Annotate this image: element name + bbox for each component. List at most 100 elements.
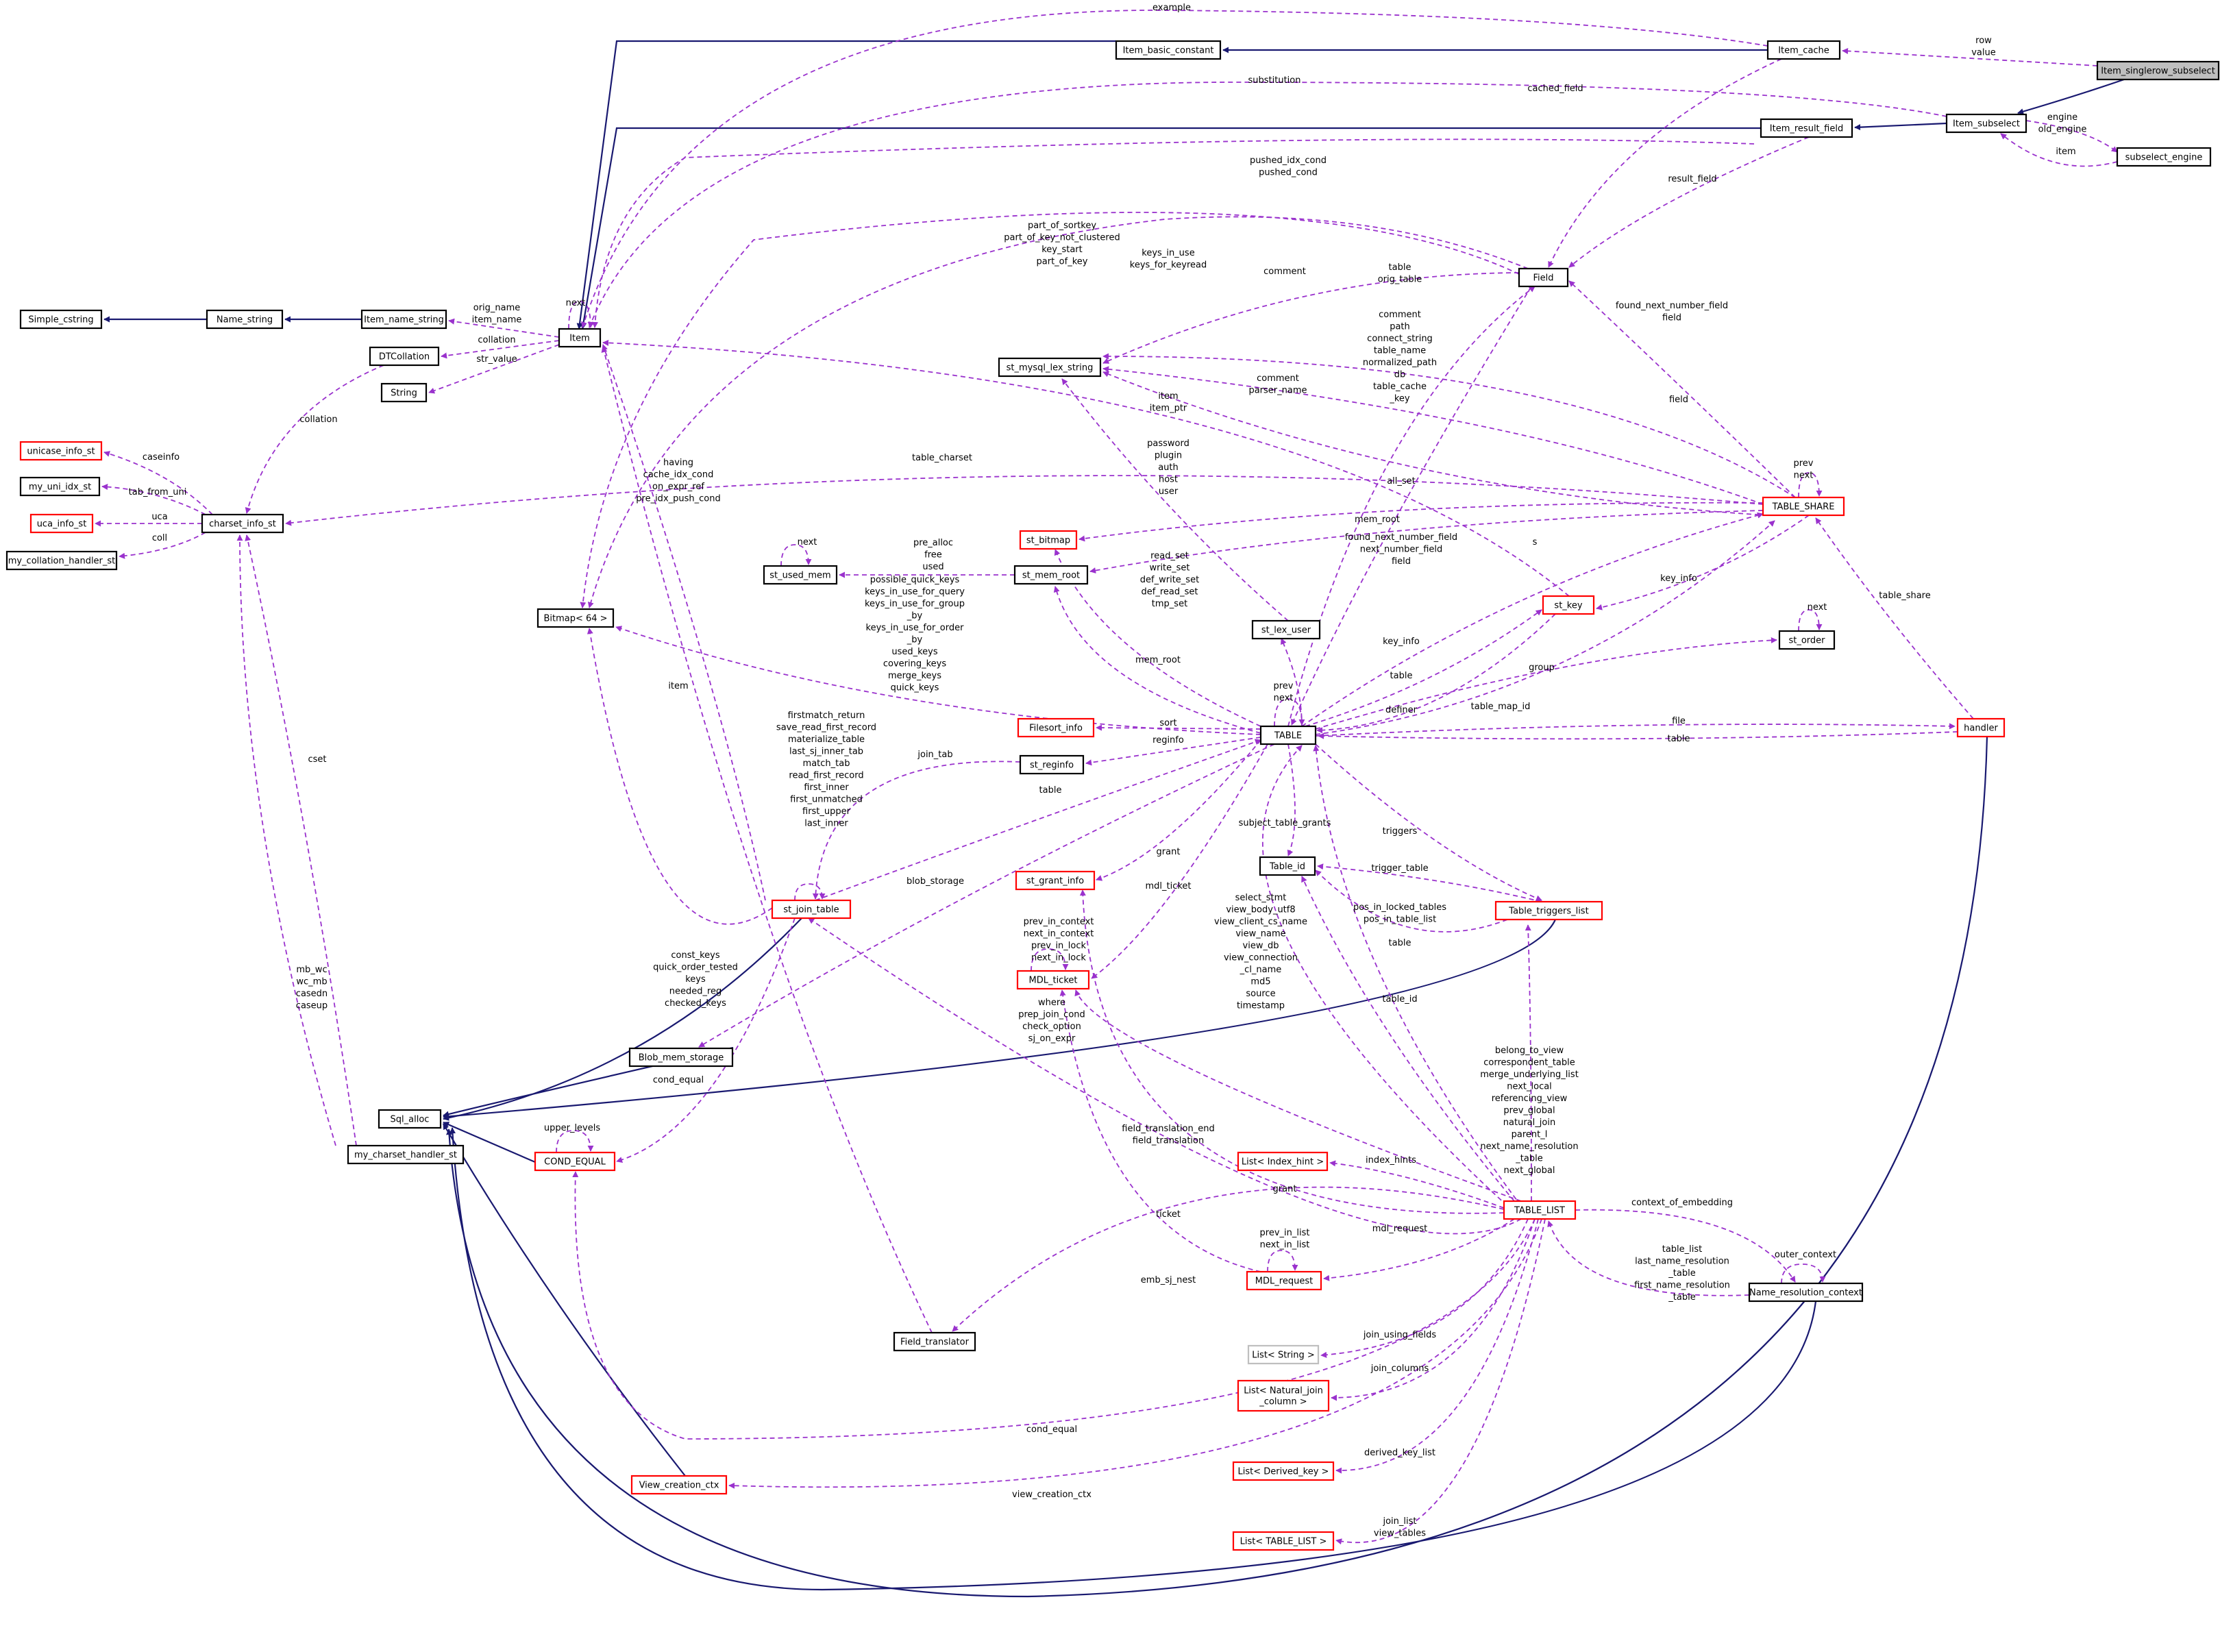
class-node-label: subselect_engine: [2125, 153, 2203, 163]
class-node[interactable]: Field_translator: [893, 1331, 976, 1352]
class-node-label: Simple_cstring: [28, 315, 93, 325]
class-node[interactable]: Item_subselect: [1945, 113, 2027, 134]
class-node-box: [998, 357, 1102, 378]
class-node[interactable]: st_mysql_lex_string: [998, 357, 1102, 378]
class-node-box: [206, 309, 284, 330]
class-node[interactable]: View_creation_ctx: [630, 1475, 728, 1495]
class-node-box: [201, 513, 284, 534]
class-node[interactable]: Item_cache: [1766, 40, 1841, 60]
class-node[interactable]: st_reginfo: [1019, 754, 1085, 775]
class-node[interactable]: unicase_info_st: [19, 441, 103, 461]
class-node[interactable]: st_lex_user: [1251, 619, 1321, 640]
class-node[interactable]: handler: [1956, 717, 2006, 738]
class-node[interactable]: st_grant_info: [1015, 870, 1096, 891]
class-node[interactable]: List< Derived_key >: [1232, 1461, 1335, 1481]
edge-label: join_columns: [1370, 1364, 1429, 1374]
class-node[interactable]: List< TABLE_LIST >: [1232, 1531, 1335, 1551]
class-node[interactable]: Name_resolution_context: [1748, 1282, 1864, 1303]
class-node[interactable]: st_order: [1778, 630, 1836, 650]
class-node-label: List< Derived_key >: [1238, 1467, 1329, 1477]
class-node-box: [1766, 40, 1841, 60]
edge-label: result_field: [1668, 174, 1716, 184]
usage-edge: [728, 1218, 1542, 1489]
class-node[interactable]: my_collation_handler_st: [5, 550, 118, 571]
class-node[interactable]: TABLE_SHARE: [1762, 496, 1845, 517]
class-node-label: st_order: [1788, 636, 1825, 646]
class-node-label: List< Natural_join_column >: [1244, 1386, 1323, 1407]
class-node-box: [347, 1144, 465, 1165]
inheritance-edge: [449, 1127, 1817, 1591]
edge-label: coll: [152, 533, 167, 543]
usage-edge: [1315, 870, 1508, 933]
edge-label: mem_root: [1355, 515, 1400, 525]
usage-edge: [1267, 1250, 1298, 1272]
class-node[interactable]: Sql_alloc: [378, 1109, 442, 1129]
usage-edge: [1525, 924, 1532, 1202]
class-node-label: charset_info_st: [209, 519, 276, 530]
usage-edge: [602, 344, 766, 901]
usage-edge: [1329, 1160, 1505, 1209]
class-node[interactable]: List< Natural_join_column >: [1237, 1379, 1330, 1412]
usage-edge: [448, 318, 560, 338]
class-node[interactable]: Filesort_info: [1017, 717, 1095, 738]
edge-label: table: [1390, 671, 1413, 681]
class-node[interactable]: COND_EQUAL: [534, 1151, 616, 1172]
edge-label: table_charset: [912, 453, 972, 463]
class-node-box: [893, 1331, 976, 1352]
class-node[interactable]: Table_triggers_list: [1494, 900, 1603, 921]
class-node[interactable]: charset_info_st: [201, 513, 284, 534]
usage-edge: [780, 544, 812, 567]
usage-edge: [428, 344, 560, 394]
class-node[interactable]: st_bitmap: [1019, 530, 1078, 550]
class-node-box: [1019, 530, 1078, 550]
edge-label: next: [798, 537, 817, 547]
class-node-label: Sql_alloc: [391, 1115, 430, 1125]
class-node[interactable]: List< String >: [1247, 1344, 1320, 1365]
class-node-box: [1956, 717, 2006, 738]
class-node[interactable]: Simple_cstring: [19, 309, 103, 330]
class-node[interactable]: Item_singlerow_subselect: [2096, 60, 2220, 81]
usage-edge: [587, 628, 773, 925]
class-node-box: [771, 899, 852, 920]
class-node[interactable]: my_charset_handler_st: [347, 1144, 465, 1165]
class-node[interactable]: Item: [558, 328, 602, 348]
class-node[interactable]: MDL_request: [1246, 1270, 1322, 1291]
edge-label: join_using_fields: [1363, 1330, 1437, 1340]
class-node-box: [1760, 118, 1853, 138]
class-node[interactable]: my_uni_idx_st: [19, 476, 101, 497]
class-node[interactable]: MDL_ticket: [1016, 970, 1090, 990]
class-node[interactable]: st_mem_root: [1013, 565, 1089, 585]
class-node[interactable]: st_key: [1542, 595, 1595, 615]
class-node[interactable]: Field: [1518, 267, 1569, 288]
class-node[interactable]: TABLE_LIST: [1503, 1200, 1577, 1220]
class-node[interactable]: Blob_mem_storage: [628, 1047, 734, 1068]
class-node[interactable]: uca_info_st: [29, 513, 94, 534]
class-node[interactable]: st_used_mem: [763, 565, 838, 585]
class-node-label: String: [391, 389, 417, 399]
class-node[interactable]: List< Index_hint >: [1237, 1151, 1329, 1172]
class-node[interactable]: Item_basic_constant: [1115, 40, 1222, 60]
class-node-label: Name_resolution_context: [1749, 1288, 1862, 1298]
class-node[interactable]: Table_id: [1259, 856, 1316, 876]
class-node[interactable]: DTCollation: [369, 346, 440, 367]
class-node[interactable]: String: [380, 382, 428, 403]
class-node[interactable]: Name_string: [206, 309, 284, 330]
class-node[interactable]: Item_name_string: [360, 309, 447, 330]
class-node[interactable]: Bitmap< 64 >: [536, 608, 615, 628]
usage-edge: [808, 917, 1522, 1235]
class-node[interactable]: TABLE: [1259, 725, 1317, 745]
edge-label: triggers: [1383, 826, 1418, 837]
class-node[interactable]: st_join_table: [771, 899, 852, 920]
class-node[interactable]: subselect_engine: [2116, 147, 2212, 167]
class-node[interactable]: Item_result_field: [1760, 118, 1853, 138]
class-node-label: MDL_request: [1255, 1277, 1313, 1287]
class-node-box: [29, 513, 94, 534]
edge-label: table: [1389, 938, 1411, 948]
usage-edge: [236, 534, 336, 1146]
edge-label: tab_from_uni: [129, 487, 187, 497]
